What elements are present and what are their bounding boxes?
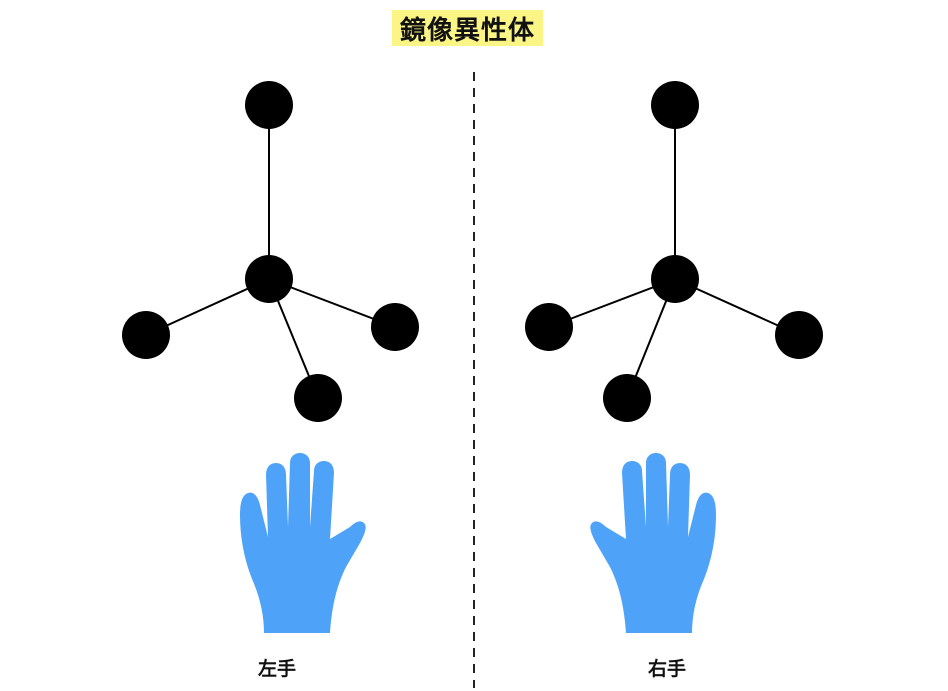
right-atom-top (651, 81, 699, 129)
right-center-atom (651, 255, 699, 303)
diagram-title: 鏡像異性体 (392, 10, 544, 46)
left-molecule (122, 81, 419, 422)
right-atom-left (525, 303, 573, 351)
right-atom-bottom (603, 374, 651, 422)
right-hand-caption: 右手 (648, 658, 687, 680)
left-hand-icon (240, 453, 366, 633)
right-hand-icon (590, 453, 716, 633)
left-center-atom (245, 255, 293, 303)
left-hand-caption: 左手 (258, 658, 297, 680)
left-atom-top (245, 81, 293, 129)
right-molecule (525, 81, 823, 422)
left-atom-bottom (294, 374, 342, 422)
left-atom-left (122, 311, 170, 359)
right-atom-right (775, 311, 823, 359)
left-atom-right (371, 303, 419, 351)
